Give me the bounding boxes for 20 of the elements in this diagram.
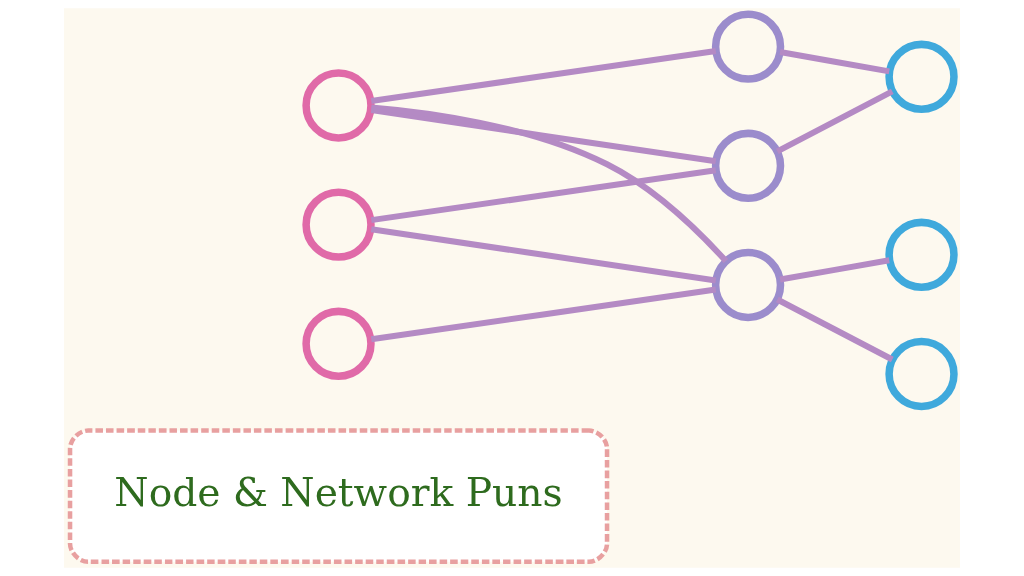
node-circle xyxy=(711,10,785,83)
connector xyxy=(370,286,717,343)
node-circle xyxy=(885,40,958,113)
node-circle xyxy=(302,188,375,261)
connector xyxy=(775,296,894,363)
connector xyxy=(370,107,717,165)
connector xyxy=(370,167,717,224)
connector xyxy=(775,88,894,154)
connector xyxy=(370,226,717,284)
connector xyxy=(370,48,717,104)
connector xyxy=(779,49,890,75)
node-circle xyxy=(711,129,785,202)
node-circle xyxy=(885,337,958,411)
node-circle xyxy=(302,69,375,142)
node-box: Node & Network Puns xyxy=(67,428,610,565)
node-circle xyxy=(885,218,958,291)
connector xyxy=(371,104,729,264)
node-circle xyxy=(302,307,375,380)
connector xyxy=(779,257,890,283)
node-circle xyxy=(711,248,785,322)
